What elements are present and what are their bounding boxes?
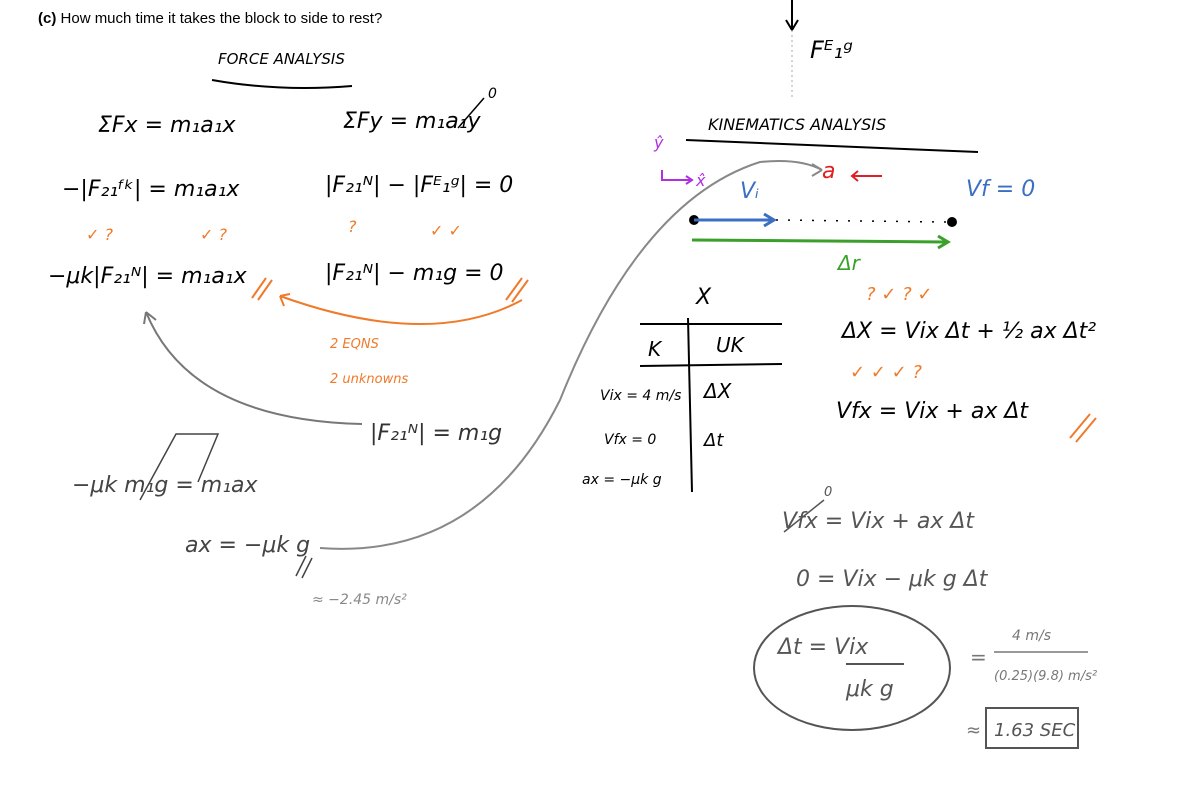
kinematics-heading: KINEMATICS ANALYSIS: [708, 115, 886, 134]
fy-marks-checks: ✓ ✓: [430, 221, 462, 240]
fy-line1: |F₂₁ᴺ| − |Fᴱ₁ᵍ| = 0: [325, 173, 513, 198]
eq2-marks: ✓ ✓ ✓ ?: [850, 362, 922, 383]
eq4: 0 = Vix − μk g Δt: [796, 567, 989, 592]
force-heading-underline: [211, 79, 353, 89]
gray-kinematics-arrowhead: [811, 163, 823, 177]
question-body: How much time it takes the block to side…: [60, 10, 383, 27]
normal-result: |F₂₁ᴺ| = m₁g: [370, 421, 502, 446]
eq6-numerator: 4 m/s: [1012, 628, 1051, 644]
table-known-1: Vix = 4 m/s: [600, 388, 681, 404]
path-dots: [775, 219, 947, 223]
fy-marks-q: ?: [348, 217, 357, 236]
vi-arrowhead: [763, 212, 777, 228]
gray-kinematics-arrow: [319, 160, 823, 550]
note-2-unknowns: 2 unknowns: [330, 372, 408, 387]
answer-value: 1.63 SEC: [994, 720, 1076, 741]
table-unknown-2: Δt: [702, 430, 724, 451]
eq2: Vfx = Vix + ax Δt: [836, 399, 1029, 424]
table-header-unknown: UK: [716, 333, 746, 357]
sum-fx: ΣFx = m₁a₁x: [98, 113, 237, 138]
substitute-cancel: [139, 433, 220, 501]
eq6-equals: =: [970, 645, 987, 669]
axis-y-label: ŷ: [653, 133, 664, 152]
kinematics-underline: [685, 139, 979, 153]
end-point: [947, 217, 957, 227]
gravity-label: Fᴱ₁ᵍ: [810, 36, 853, 64]
displacement-arrowhead: [937, 234, 951, 250]
orange-connect-arrow: [279, 295, 523, 326]
displacement-arrow: [691, 238, 947, 244]
gray-substitute-arrowhead: [143, 311, 157, 325]
sum-fy-zero: 0: [488, 86, 497, 102]
a-label: a: [822, 159, 835, 184]
displacement-label: Δr: [836, 251, 862, 275]
table-divider: [687, 317, 693, 493]
fx-line2: −μk|F₂₁ᴺ| = m₁a₁x: [48, 264, 248, 289]
eq3: Vfx = Vix + ax Δt: [782, 509, 975, 534]
fx-line2-slashes: [251, 277, 273, 301]
fx-marks-left: ✓ ?: [86, 225, 113, 244]
answer-box: [985, 707, 1079, 749]
eq1: ΔX = Vix Δt + ½ ax Δt²: [840, 319, 1096, 344]
substitute-eq: −μk m₁g = m₁ax: [72, 473, 259, 498]
gray-substitute-arrow: [145, 311, 363, 425]
table-unknown-1: ΔX: [702, 379, 733, 403]
question-part: (c): [38, 10, 57, 27]
result-circle: [753, 605, 951, 731]
ax-result-slashes: [295, 555, 313, 579]
table-known-2: Vfx = 0: [604, 432, 656, 448]
eq5-numerator: Δt = Vix: [776, 635, 869, 660]
a-arrow: [850, 170, 882, 182]
axis-x-arrow: [661, 170, 694, 185]
table-title: X: [695, 285, 712, 310]
eq6-denominator: (0.25)(9.8) m/s²: [994, 669, 1097, 684]
question-text: (c) How much time it takes the block to …: [38, 10, 382, 27]
note-2-eqns: 2 EQNS: [330, 337, 379, 352]
eq3-strike: [783, 499, 825, 533]
answer-prefix: ≈: [966, 720, 981, 741]
force-analysis-heading: FORCE ANALYSIS: [218, 50, 345, 68]
eq1-marks: ? ✓ ? ✓: [866, 284, 932, 305]
vi-label: Vᵢ: [740, 179, 759, 204]
axis-x-label: x̂: [695, 171, 706, 190]
eq2-slashes: [1069, 413, 1097, 443]
ax-value: ≈ −2.45 m/s²: [312, 592, 407, 608]
vf-label: Vf = 0: [966, 177, 1035, 202]
sum-fy-strike: [457, 97, 485, 129]
fy-line2-slashes: [505, 277, 529, 303]
table-known-3: ax = −μk g: [582, 472, 662, 488]
orange-connect-arrowhead: [279, 293, 291, 307]
table-row-rule: [639, 363, 783, 367]
ax-result: ax = −μk g: [185, 533, 310, 558]
sum-fy: ΣFy = m₁a₁y: [343, 109, 482, 134]
table-header-known: K: [648, 337, 663, 361]
eq5-denominator: μk g: [845, 677, 894, 702]
fy-line2: |F₂₁ᴺ| − m₁g = 0: [325, 261, 504, 286]
eq3-zero: 0: [824, 485, 832, 500]
fx-line1: −|F₂₁ᶠᵏ| = m₁a₁x: [62, 177, 240, 202]
fx-marks-mid: ✓ ?: [200, 225, 227, 244]
